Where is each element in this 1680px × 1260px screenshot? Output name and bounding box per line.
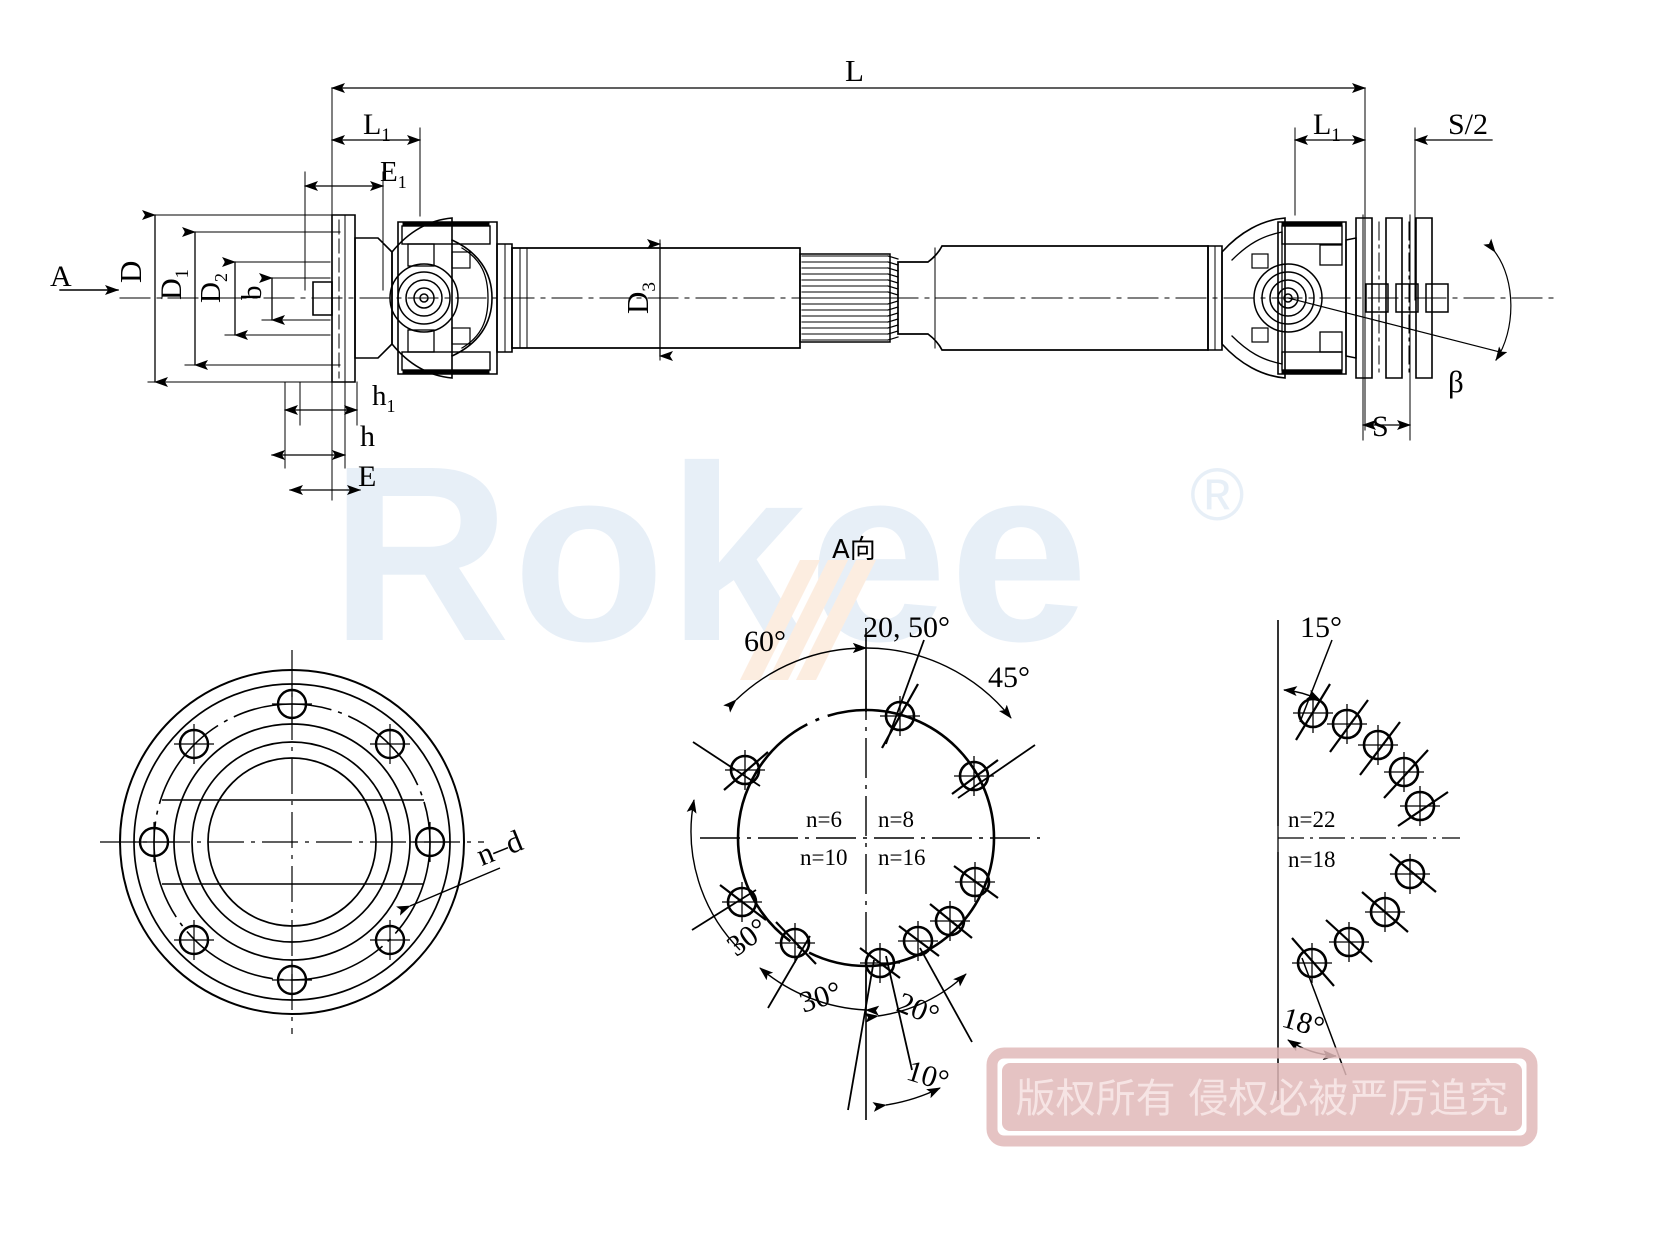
dim-label-h1: h1 (372, 380, 396, 416)
section-arrow-label-A: A (50, 260, 72, 293)
dim-label-S-half: S/2 (1448, 108, 1489, 141)
angle-label-60: 60° (744, 625, 786, 658)
quadrant-label-n22: n=22 (1288, 807, 1336, 832)
dim-label-h: h (360, 420, 375, 453)
quadrant-label-n16: n=16 (878, 845, 926, 870)
dim-label-E: E (358, 460, 377, 493)
dim-label-S: S (1372, 410, 1389, 443)
dim-label-L1-left: L1 (363, 108, 391, 146)
angle-label-15: 15° (1300, 611, 1342, 644)
quadrant-label-n18: n=18 (1288, 847, 1336, 872)
dim-label-L1-right: L1 (1313, 108, 1341, 146)
watermark-registered-icon: ® (1190, 453, 1245, 536)
angle-label-20-50: 20, 50° (863, 611, 950, 644)
quadrant-label-n10: n=10 (800, 845, 848, 870)
dim-label-E1: E1 (380, 156, 407, 192)
view-label-A-direction: A向 (832, 535, 876, 565)
quadrant-label-n8: n=8 (878, 807, 914, 832)
dim-label-beta: β (1448, 364, 1464, 399)
quadrant-label-n6: n=6 (806, 807, 842, 832)
dim-label-L: L (845, 53, 864, 88)
copyright-banner-text: 版权所有 侵权必被严厉追究 (1016, 1076, 1509, 1122)
angle-label-45: 45° (988, 661, 1030, 694)
